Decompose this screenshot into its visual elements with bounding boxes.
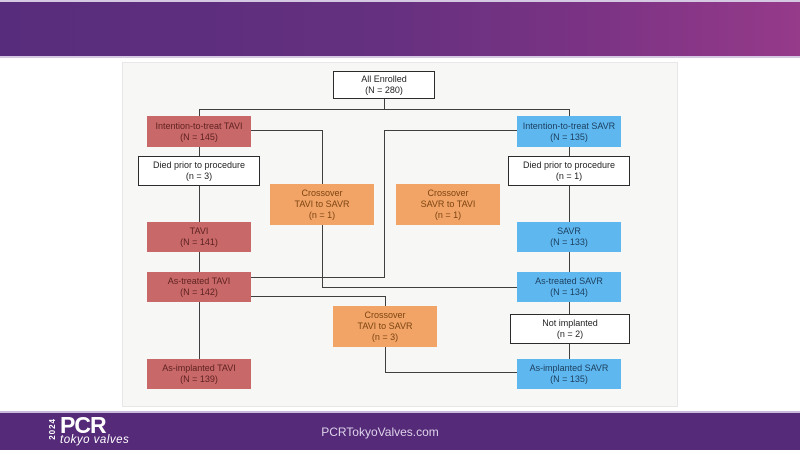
connector [384,129,517,131]
node-label: Intention-to-treat TAVI [155,120,243,131]
node-as-implanted-savr: As-implanted SAVR (N = 135) [517,359,621,389]
node-crossover-tavi-to-savr-3: Crossover TAVI to SAVR (n = 3) [333,306,437,347]
pcr-tokyo-valves-logo: 2024 PCR tokyo valves [48,412,130,446]
node-count: (n = 2) [556,329,584,339]
connector [251,129,322,131]
connector [568,147,570,156]
connector [198,302,200,359]
node-label: Crossover [427,188,469,198]
node-count: (N = 142) [180,287,218,297]
node-tavi: TAVI (N = 141) [147,222,251,252]
node-label: SAVR to TAVI [420,199,476,209]
node-label: Crossover [301,188,343,198]
connector [568,302,570,314]
node-count: (N = 141) [180,237,218,247]
node-all-enrolled: All Enrolled (N = 280) [333,71,435,99]
connector [251,276,385,278]
connector [383,99,385,109]
connector [198,186,200,222]
connector [383,130,385,277]
node-not-implanted: Not implanted (n = 2) [510,314,630,344]
node-label: TAVI [189,226,209,236]
node-savr: SAVR (N = 133) [517,222,621,252]
node-label: All Enrolled [361,74,407,84]
footer-website-text: PCRTokyoValves.com [321,425,439,439]
node-count: (N = 280) [365,85,403,95]
connector [384,347,386,372]
header-bar [0,0,800,58]
node-count: (n = 1) [434,210,462,220]
connector [568,252,570,272]
node-count: (n = 1) [308,210,336,220]
node-intention-to-treat-tavi: Intention-to-treat TAVI (N = 145) [147,116,251,147]
node-as-treated-savr: As-treated SAVR (N = 134) [517,272,621,302]
node-count: (N = 134) [550,287,588,297]
node-intention-to-treat-savr: Intention-to-treat SAVR (N = 135) [517,116,621,147]
connector [321,225,323,287]
connector [322,286,517,288]
node-count: (N = 139) [180,374,218,384]
connector [251,295,385,297]
node-label: Not implanted [542,318,598,328]
node-label: As-implanted TAVI [162,363,236,373]
node-as-treated-tavi: As-treated TAVI (N = 142) [147,272,251,302]
node-label: SAVR [557,226,581,236]
connector [198,147,200,156]
node-as-implanted-tavi: As-implanted TAVI (N = 139) [147,359,251,389]
connector [321,130,323,184]
footer-bar [0,411,800,450]
connector [385,371,517,373]
node-count: (N = 133) [550,237,588,247]
connector [568,109,570,117]
connector [198,252,200,272]
node-count: (N = 135) [550,374,588,384]
node-label: Died prior to procedure [152,160,246,170]
node-label: As-implanted SAVR [529,363,609,373]
node-label: TAVI to SAVR [357,321,413,331]
connector [568,344,570,359]
node-label: Died prior to procedure [522,160,616,170]
logo-tagline: tokyo valves [60,434,130,446]
connector [198,109,200,117]
node-count: (n = 3) [371,332,399,342]
node-label: As-treated SAVR [535,276,603,286]
node-died-prior-savr: Died prior to procedure (n = 1) [508,156,630,186]
node-label: Crossover [364,310,406,320]
logo-main: PCR tokyo valves [60,412,130,446]
node-label: As-treated TAVI [167,276,231,286]
connector [198,108,570,110]
node-count: (n = 1) [555,171,583,181]
node-label: Intention-to-treat SAVR [522,120,616,131]
node-crossover-savr-to-tavi-1: Crossover SAVR to TAVI (n = 1) [396,184,500,225]
node-died-prior-tavi: Died prior to procedure (n = 3) [138,156,260,186]
connector [568,186,570,222]
node-count: (n = 3) [185,171,213,181]
logo-brand: PCR [60,412,107,438]
node-label: TAVI to SAVR [294,199,350,209]
connector [384,296,386,306]
node-crossover-tavi-to-savr-1: Crossover TAVI to SAVR (n = 1) [270,184,374,225]
node-count: (N = 145) [180,131,218,142]
node-count: (N = 135) [550,131,588,142]
